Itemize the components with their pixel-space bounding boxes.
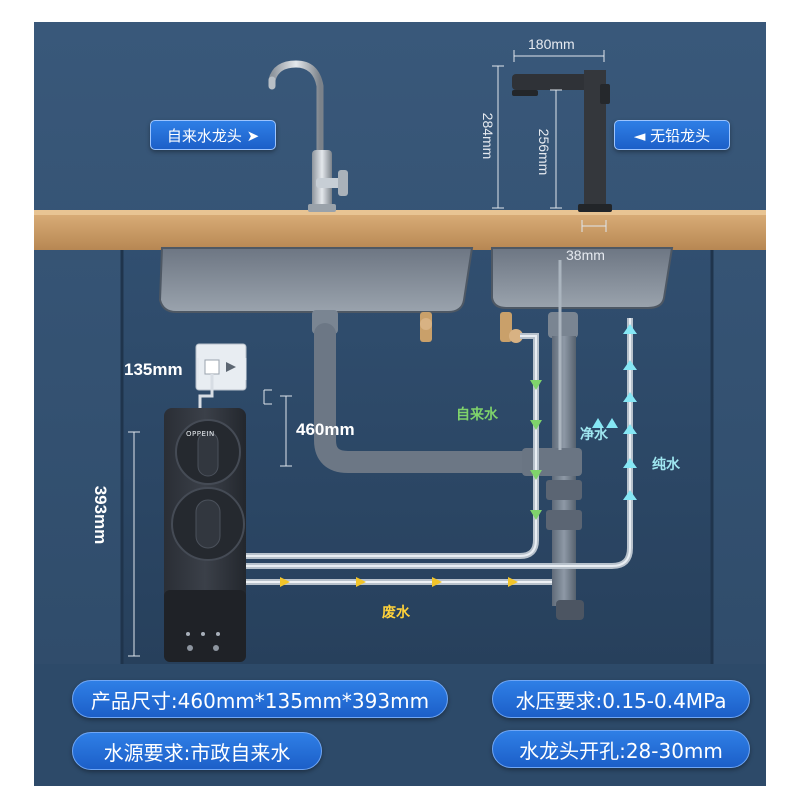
spec-product-size: 产品尺寸:460mm*135mm*393mm: [72, 680, 448, 718]
flow-arrow-icon: [280, 324, 637, 587]
faucet-total-height-dimension: 284mm: [480, 112, 496, 160]
clean-water-flow-label: 净水: [580, 427, 608, 443]
tap-water-faucet-label: 自来水龙头 ➤: [150, 120, 276, 150]
faucet-icon: [268, 60, 348, 212]
countertop: [34, 210, 766, 250]
purifier-icon: [164, 408, 246, 662]
pure-water-flow-label: 纯水: [652, 457, 680, 473]
pure-water-line: [246, 318, 633, 569]
faucet-base-dimension: 38mm: [566, 247, 605, 263]
sink-icon: [158, 247, 674, 313]
spec-water-source: 水源要求:市政自来水: [72, 732, 322, 770]
dimension-lines: [128, 50, 607, 657]
faucet-width-dimension: 180mm: [528, 36, 575, 52]
spec-faucet-hole: 水龙头开孔:28-30mm: [492, 730, 750, 768]
faucet-spout-height-dimension: 256mm: [536, 128, 552, 176]
tap-water-flow-label: 自来水: [456, 407, 498, 423]
spec-water-pressure: 水压要求:0.15-0.4MPa: [492, 680, 750, 718]
lead-free-faucet-icon: [512, 70, 612, 212]
device-depth-dimension: 135mm: [124, 360, 183, 379]
brand-logo: OPPEIN: [186, 430, 215, 438]
angle-valves: [420, 312, 523, 343]
power-socket-icon: [195, 343, 247, 412]
device-height-dimension: 393mm: [91, 485, 110, 545]
lead-free-faucet-label: ◄ 无铅龙头: [614, 120, 730, 150]
tap-water-line: [246, 333, 539, 559]
device-width-dimension: 460mm: [296, 420, 355, 439]
waste-water-flow-label: 废水: [382, 605, 410, 621]
